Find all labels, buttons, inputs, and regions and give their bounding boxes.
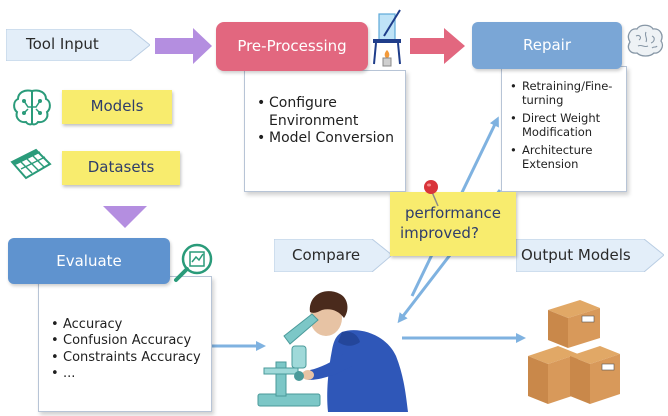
- preprocessing-item: Configure Environment: [257, 95, 397, 130]
- performance-line1: performance: [404, 204, 502, 222]
- models-note: Models: [62, 90, 172, 124]
- evaluate-item: Accuracy: [51, 317, 211, 334]
- repair-title: Repair: [522, 36, 572, 54]
- evaluate-item: Confusion Accuracy: [51, 333, 211, 350]
- evaluate-header: Evaluate: [8, 238, 170, 284]
- repair-item: Architecture Extension: [510, 143, 626, 172]
- preprocessing-item: Model Conversion: [257, 130, 397, 148]
- compare-label: Compare: [292, 246, 361, 264]
- arrow-preprocessing-to-repair: [410, 28, 465, 64]
- pushpin-icon: [422, 178, 444, 208]
- spreadsheet-icon: [8, 148, 54, 184]
- compare-tag: Compare: [274, 239, 392, 272]
- brain-icon: [624, 24, 666, 60]
- datasets-label: Datasets: [87, 158, 155, 176]
- evaluate-item: Constraints Accuracy: [51, 350, 211, 367]
- repair-item: Direct Weight Modification: [510, 111, 626, 140]
- repair-panel: Retraining/Fine-turning Direct Weight Mo…: [501, 66, 627, 192]
- performance-note: performance improved?: [390, 192, 516, 256]
- performance-line2: improved?: [400, 224, 479, 242]
- output-boxes-illustration: [524, 298, 624, 410]
- lab-burner-icon: [370, 8, 404, 72]
- magnifier-chart-icon: [172, 240, 216, 284]
- arrow-datasets-to-evaluate: [103, 206, 147, 228]
- preprocessing-title: Pre-Processing: [237, 37, 347, 55]
- models-label: Models: [90, 97, 144, 115]
- brain-circuit-icon: [10, 87, 54, 127]
- evaluate-item: ...: [51, 366, 211, 383]
- arrow-input-to-preprocessing: [155, 28, 212, 64]
- evaluate-panel: Accuracy Confusion Accuracy Constraints …: [38, 276, 212, 412]
- output-models-tag: Output Models: [516, 239, 664, 272]
- evaluate-title: Evaluate: [56, 252, 122, 270]
- preprocessing-panel: Configure Environment Model Conversion: [244, 70, 406, 192]
- tool-input-label: Tool Input: [26, 35, 99, 53]
- datasets-note: Datasets: [62, 151, 180, 185]
- repair-header: Repair: [472, 22, 622, 69]
- repair-item: Retraining/Fine-turning: [510, 79, 626, 108]
- tool-input-tag: Tool Input: [6, 29, 150, 61]
- output-models-label: Output Models: [521, 246, 631, 264]
- preprocessing-header: Pre-Processing: [216, 22, 368, 71]
- scientist-microscope-illustration: [246, 276, 416, 412]
